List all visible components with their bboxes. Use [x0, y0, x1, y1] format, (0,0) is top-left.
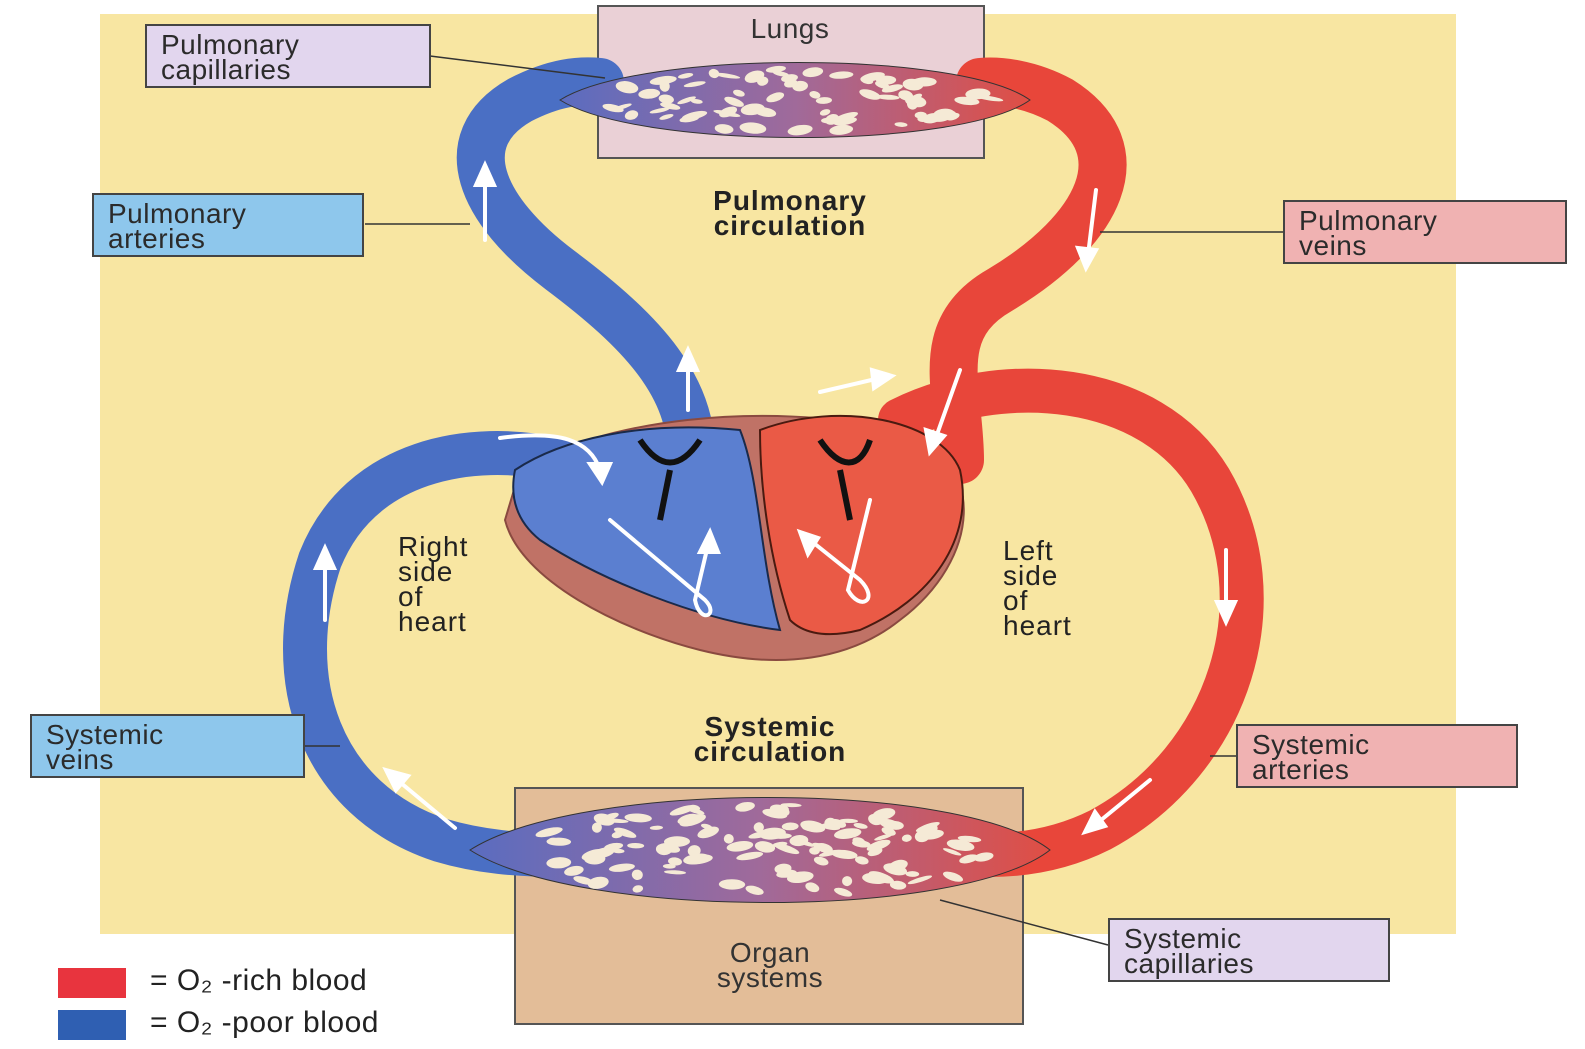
systemic-veins-label: Systemic veins [30, 714, 305, 778]
flow-arrow-pulmonary-artery-lower-head [679, 350, 697, 370]
systemic-capillaries-label: Systemic capillaries [1108, 918, 1390, 982]
legend-rich-label: = O₂ -rich blood [150, 964, 367, 998]
systemic-arteries-label: Systemic arteries [1236, 724, 1518, 788]
flow-arrow-aortic-arch-head [872, 370, 892, 388]
flow-arrow-aortic-arch [820, 378, 880, 392]
pulmonary-veins-label: Pulmonary veins [1283, 200, 1567, 264]
right-side-of-heart-label: Right side of heart [398, 534, 468, 634]
flow-arrow-pulmonary-vein-head [1078, 248, 1096, 268]
left-side-of-heart-label: Left side of heart [1003, 538, 1072, 638]
systemic-circulation-title: Systemic circulation [620, 714, 920, 764]
pulmonary-circulation-title: Pulmonary circulation [640, 188, 940, 238]
pulmonary-capillaries-label: Pulmonary capillaries [145, 24, 431, 88]
legend-poor-label: = O₂ -poor blood [150, 1006, 379, 1040]
legend-swatch-poor [58, 1010, 126, 1040]
legend-swatch-rich [58, 968, 126, 998]
organ-systems-label: Organ systems [660, 940, 880, 990]
lungs-label: Lungs [700, 16, 880, 41]
pulmonary-arteries-label: Pulmonary arteries [92, 193, 364, 257]
